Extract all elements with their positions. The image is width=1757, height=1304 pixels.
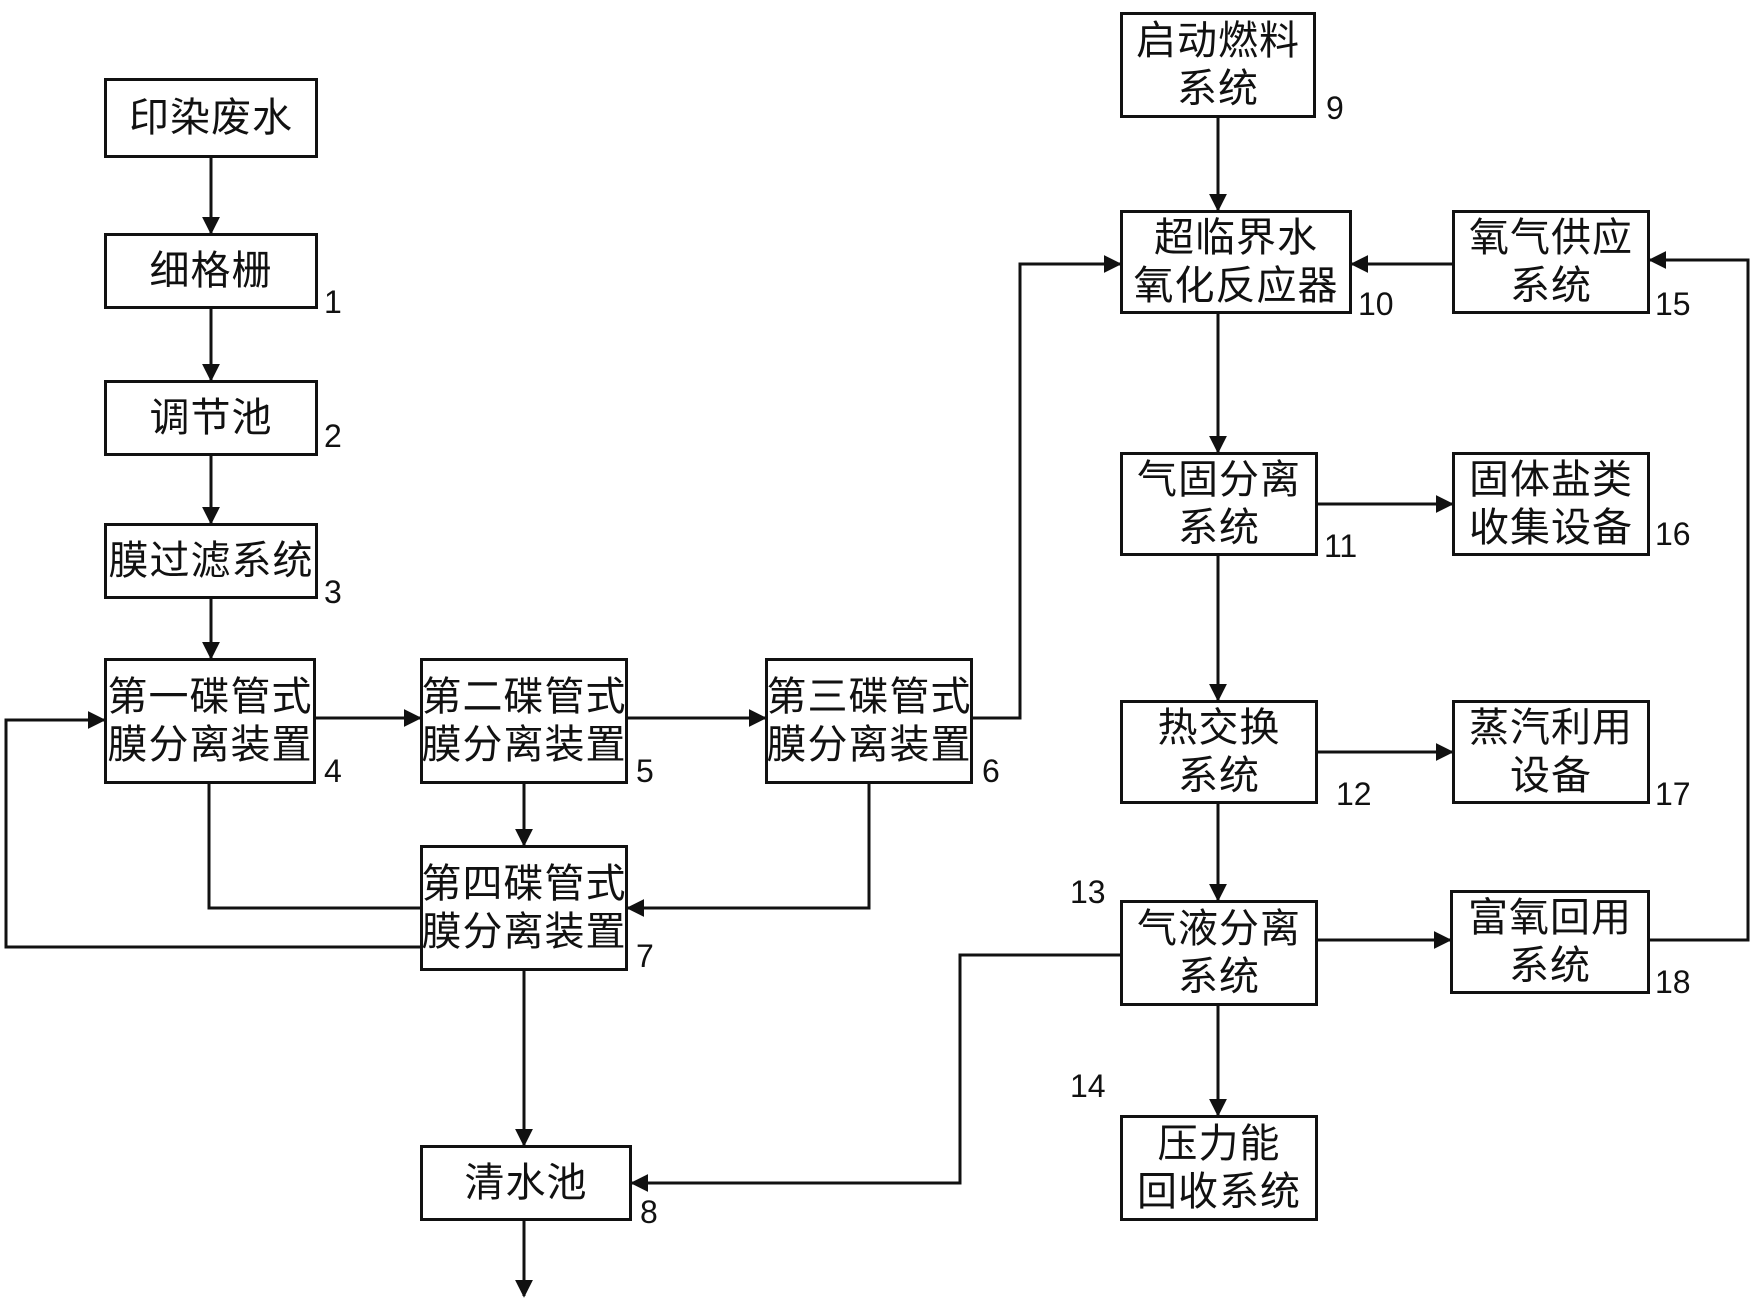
node-number: 17 bbox=[1655, 776, 1691, 812]
node-number: 16 bbox=[1655, 516, 1691, 552]
node-number: 13 bbox=[1070, 874, 1106, 910]
node-gas-liquid-separation: 气液分离 系统 bbox=[1120, 900, 1318, 1006]
node-oxygen-supply-system: 氧气供应 系统 bbox=[1452, 210, 1650, 314]
node-label-line: 系统 bbox=[1509, 943, 1591, 989]
node-label-line: 第三碟管式 bbox=[766, 674, 972, 720]
node-number: 2 bbox=[324, 418, 342, 454]
node-pressure-energy-recovery: 压力能 回收系统 bbox=[1120, 1115, 1318, 1221]
node-label-line: 富氧回用 bbox=[1468, 895, 1632, 941]
node-label-line: 膜分离装置 bbox=[107, 722, 313, 768]
connector-n6-n10 bbox=[973, 255, 1122, 720]
node-label-line: 第四碟管式 bbox=[421, 861, 627, 907]
node-number: 7 bbox=[636, 938, 654, 974]
node-label-line: 超临界水 bbox=[1154, 215, 1318, 261]
node-third-dt-membrane-unit: 第三碟管式 膜分离装置 bbox=[765, 658, 973, 784]
node-number: 8 bbox=[640, 1194, 658, 1230]
node-label-line: 回收系统 bbox=[1137, 1169, 1301, 1215]
node-label-line: 氧气供应 bbox=[1469, 215, 1633, 261]
node-label-line: 气液分离 bbox=[1137, 906, 1301, 952]
node-oxygen-rich-reuse: 富氧回用 系统 bbox=[1450, 890, 1650, 994]
node-label-line: 气固分离 bbox=[1137, 457, 1301, 503]
node-label-line: 系统 bbox=[1178, 954, 1260, 1000]
node-label-line: 蒸汽利用 bbox=[1469, 705, 1633, 751]
node-label-line: 膜分离装置 bbox=[766, 722, 972, 768]
node-label-line: 固体盐类 bbox=[1469, 457, 1633, 503]
node-number: 1 bbox=[324, 284, 342, 320]
node-scwo-reactor: 超临界水 氧化反应器 bbox=[1120, 210, 1352, 314]
node-number: 6 bbox=[982, 753, 1000, 789]
connector-n6-n7 bbox=[626, 784, 871, 917]
node-label-line: 系统 bbox=[1510, 263, 1592, 309]
node-label-line: 印染废水 bbox=[129, 95, 293, 141]
node-equalization-tank: 调节池 bbox=[104, 380, 318, 456]
node-membrane-filtration-system: 膜过滤系统 bbox=[104, 523, 318, 599]
node-dyeing-wastewater: 印染废水 bbox=[104, 78, 318, 158]
node-number: 14 bbox=[1070, 1068, 1106, 1104]
node-label-line: 第一碟管式 bbox=[107, 674, 313, 720]
node-label-line: 第二碟管式 bbox=[421, 674, 627, 720]
node-number: 5 bbox=[636, 753, 654, 789]
node-number: 10 bbox=[1358, 286, 1394, 322]
node-label-line: 系统 bbox=[1178, 753, 1260, 799]
node-number: 11 bbox=[1324, 528, 1358, 564]
node-label-line: 收集设备 bbox=[1469, 505, 1633, 551]
node-label-line: 压力能 bbox=[1157, 1121, 1281, 1167]
node-number: 3 bbox=[324, 574, 342, 610]
node-label-line: 膜过滤系统 bbox=[108, 538, 314, 584]
node-number: 18 bbox=[1655, 964, 1691, 1000]
node-gas-solid-separation: 气固分离 系统 bbox=[1120, 452, 1318, 556]
node-number: 9 bbox=[1326, 90, 1344, 126]
node-label-line: 细格栅 bbox=[149, 248, 273, 294]
node-label-line: 膜分离装置 bbox=[421, 722, 627, 768]
node-steam-utilization: 蒸汽利用 设备 bbox=[1452, 700, 1650, 804]
connector-n4-n7 bbox=[207, 784, 420, 910]
connector-n13-n8 bbox=[630, 953, 1120, 1192]
node-solid-salt-collection: 固体盐类 收集设备 bbox=[1452, 452, 1650, 556]
node-second-dt-membrane-unit: 第二碟管式 膜分离装置 bbox=[420, 658, 628, 784]
node-number: 4 bbox=[324, 753, 342, 789]
node-number: 15 bbox=[1655, 286, 1691, 322]
node-label-line: 清水池 bbox=[464, 1160, 588, 1206]
node-number: 12 bbox=[1336, 776, 1372, 812]
node-startup-fuel-system: 启动燃料 系统 bbox=[1120, 12, 1316, 118]
node-label-line: 系统 bbox=[1177, 66, 1259, 112]
node-label-line: 热交换 bbox=[1157, 705, 1281, 751]
node-label-line: 系统 bbox=[1178, 505, 1260, 551]
node-label-line: 启动燃料 bbox=[1136, 18, 1300, 64]
node-label-line: 氧化反应器 bbox=[1133, 263, 1339, 309]
connector-n7-n4-recycle bbox=[4, 711, 420, 949]
node-heat-exchange-system: 热交换 系统 bbox=[1120, 700, 1318, 804]
node-label-line: 设备 bbox=[1510, 753, 1592, 799]
node-label-line: 膜分离装置 bbox=[421, 909, 627, 955]
node-label-line: 调节池 bbox=[149, 395, 273, 441]
node-first-dt-membrane-unit: 第一碟管式 膜分离装置 bbox=[104, 658, 316, 784]
node-clear-water-tank: 清水池 bbox=[420, 1145, 632, 1221]
node-fourth-dt-membrane-unit: 第四碟管式 膜分离装置 bbox=[420, 845, 628, 971]
connector-n18-n15 bbox=[1648, 251, 1750, 942]
node-fine-screen: 细格栅 bbox=[104, 233, 318, 309]
